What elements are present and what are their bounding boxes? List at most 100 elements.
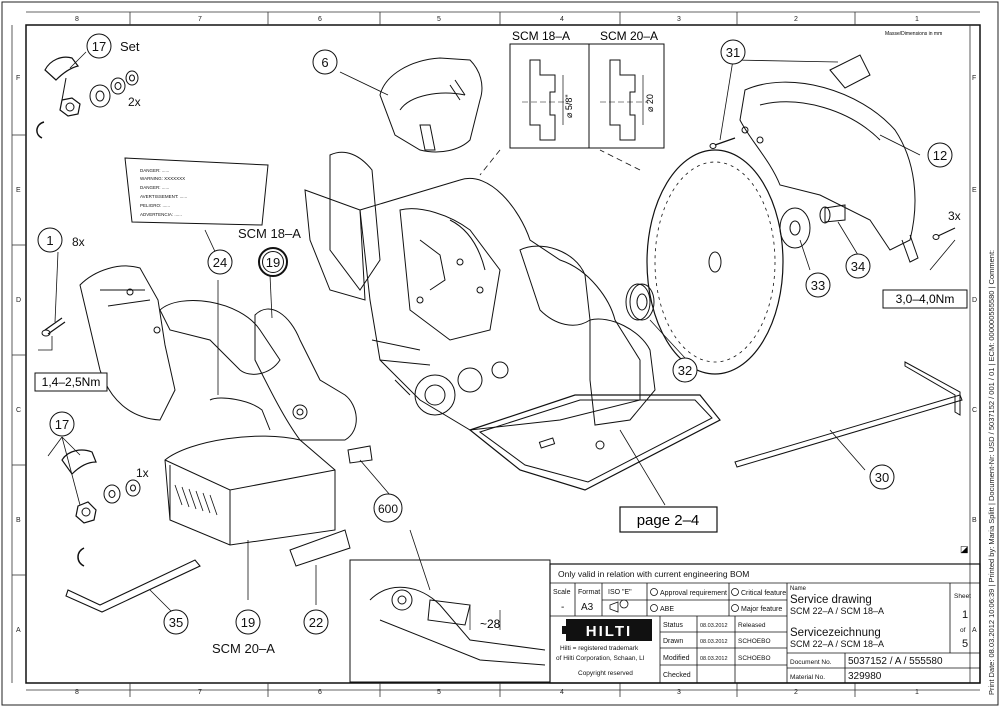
label-line: AVERTISSEMENT: ...... bbox=[140, 194, 187, 199]
detail-view bbox=[349, 559, 551, 683]
battery-pack bbox=[164, 435, 336, 546]
callout-32: 32 bbox=[678, 363, 692, 378]
detail-dim-18: ⌀ 5/8" bbox=[564, 94, 574, 118]
qty-8x: 8x bbox=[72, 235, 85, 249]
callout-17-lower: 17 bbox=[55, 417, 69, 432]
column-zone-strip bbox=[11, 11, 980, 697]
detail-scm18: SCM 18–A bbox=[512, 29, 570, 43]
hex-key bbox=[65, 559, 201, 613]
torque-value-12: 3,0–4,0Nm bbox=[896, 292, 955, 306]
row-label: F bbox=[16, 75, 20, 82]
set-label: Set bbox=[120, 39, 140, 54]
col-label: 4 bbox=[560, 689, 564, 696]
hilti-logo: HILTI bbox=[562, 619, 652, 641]
status-date: 08.03.2012 bbox=[700, 623, 728, 629]
col-label: 1 bbox=[915, 689, 919, 696]
row-label: C bbox=[16, 407, 21, 414]
saw-blade bbox=[646, 149, 784, 375]
copyright-note: Copyright reserved bbox=[578, 670, 633, 677]
checked-label: Checked bbox=[663, 672, 691, 679]
callout-17-top: 17 bbox=[92, 39, 106, 54]
zone-labels: 8 7 6 5 4 3 2 1 8 7 6 5 4 3 2 1 F E D C … bbox=[16, 16, 977, 696]
torque-box-12: 3,0–4,0Nm bbox=[882, 289, 968, 309]
drawing-title-en: Service drawing bbox=[790, 594, 872, 606]
rip-fence bbox=[734, 361, 963, 468]
upper-guard bbox=[739, 54, 919, 263]
flange-32 bbox=[625, 283, 655, 321]
flange-detail-labels: SCM 18–A SCM 20–A ⌀ 5/8" ⌀ 20 ~28 bbox=[480, 29, 658, 631]
col-label: 3 bbox=[677, 689, 681, 696]
saw-body bbox=[304, 151, 721, 491]
col-label: 8 bbox=[75, 689, 79, 696]
col-label: 4 bbox=[560, 16, 564, 23]
callout-34: 34 bbox=[851, 259, 865, 274]
major-feature-icon bbox=[731, 604, 739, 612]
qty-2x: 2x bbox=[128, 95, 141, 109]
col-label: 6 bbox=[318, 689, 322, 696]
approval-label: Approval requirement bbox=[660, 590, 727, 597]
inner-frame bbox=[25, 24, 981, 684]
format-value: A3 bbox=[581, 602, 594, 613]
callout-600: 600 bbox=[378, 502, 398, 516]
label-600 bbox=[347, 445, 373, 464]
label-line: WARNING: XXXXXXX bbox=[140, 176, 185, 181]
col-label: 3 bbox=[677, 16, 681, 23]
callout-labels: 17 1 6 31 12 24 19 17 32 33 34 30 35 19 … bbox=[46, 39, 947, 630]
blade-screw-34 bbox=[819, 204, 846, 224]
docno-value: 5037152 / A / 555580 bbox=[848, 656, 943, 667]
callout-30: 30 bbox=[875, 470, 889, 485]
handle-housing bbox=[159, 300, 357, 441]
col-label: 2 bbox=[794, 689, 798, 696]
col-label: 6 bbox=[318, 16, 322, 23]
warning-label-plate bbox=[124, 157, 269, 226]
callout-circles bbox=[37, 33, 953, 635]
drawn-value: SCHOEBO bbox=[738, 638, 771, 645]
side-guard bbox=[79, 265, 176, 421]
detail-scm20: SCM 20–A bbox=[600, 29, 658, 43]
exploded-view bbox=[36, 43, 963, 683]
scale-value: - bbox=[561, 602, 564, 613]
modified-date: 08.03.2012 bbox=[700, 656, 728, 662]
screw-31 bbox=[709, 137, 736, 149]
material-label: Material No. bbox=[790, 674, 825, 681]
callout-12: 12 bbox=[933, 148, 947, 163]
label-plate-text: DANGER: ...... WARNING: XXXXXXX DANGER: … bbox=[140, 168, 187, 217]
col-label: 7 bbox=[198, 689, 202, 696]
detail-dim-28: ~28 bbox=[480, 617, 501, 631]
callout-annotations: Set 2x 8x 1x 3x SCM 18–A SCM 20–A bbox=[72, 39, 961, 656]
row-label: B bbox=[16, 517, 21, 524]
scm18a-label: SCM 18–A bbox=[238, 226, 301, 241]
label-line: DANGER: ...... bbox=[140, 185, 169, 190]
abe-label: ABE bbox=[660, 606, 674, 613]
col-label: 1 bbox=[915, 16, 919, 23]
iso-projection-icon bbox=[609, 599, 629, 613]
callout-19-top: 19 bbox=[266, 255, 280, 270]
scm20a-label: SCM 20–A bbox=[212, 641, 275, 656]
drawn-label: Drawn bbox=[663, 638, 683, 645]
row-label: A bbox=[972, 627, 977, 634]
col-label: 5 bbox=[437, 16, 441, 23]
hilti-logo-text: HILTI bbox=[586, 623, 632, 640]
leader-lines bbox=[38, 51, 956, 613]
label-line: ADVERTENCIA: ...... bbox=[140, 212, 182, 217]
modified-label: Modified bbox=[663, 655, 690, 662]
sheet-of-label: of bbox=[960, 627, 966, 634]
scale-label: Scale bbox=[553, 589, 571, 596]
row-label: D bbox=[16, 297, 21, 304]
copy-bar-mark: ◪ bbox=[960, 544, 969, 554]
trademark-line-1: Hilti = registered trademark bbox=[560, 645, 639, 652]
drawing-subtitle-en: SCM 22–A / SCM 18–A bbox=[790, 606, 884, 616]
callout-19-lower: 19 bbox=[241, 615, 255, 630]
iso-label: ISO "E" bbox=[608, 589, 632, 596]
drawn-date: 08.03.2012 bbox=[700, 639, 728, 645]
label-22 bbox=[289, 529, 351, 567]
dimension-note: Masse/Dimensions in mm bbox=[885, 31, 942, 37]
torque-value-1: 1,4–2,5Nm bbox=[42, 375, 101, 389]
sheet-label: Sheet bbox=[954, 593, 971, 600]
qty-1x: 1x bbox=[136, 466, 149, 480]
top-cover bbox=[379, 57, 483, 153]
title-block-symbols bbox=[609, 588, 739, 613]
row-label: F bbox=[972, 75, 976, 82]
critical-feature-icon bbox=[731, 588, 739, 596]
row-label: B bbox=[972, 517, 977, 524]
